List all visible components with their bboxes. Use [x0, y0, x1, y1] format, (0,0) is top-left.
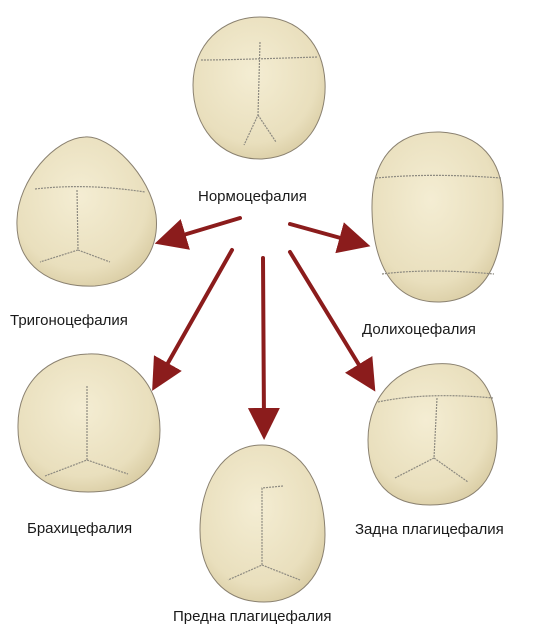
dolichocephaly-skull — [372, 132, 503, 302]
label-brachycephaly: Брахицефалия — [27, 520, 132, 537]
trigonocephaly-skull — [17, 137, 157, 286]
arrow-to-dolichocephaly — [290, 224, 355, 242]
arrow-to-brachycephaly — [160, 250, 232, 377]
arrow-to-posterior-plagiocephaly — [290, 252, 367, 378]
brachycephaly-skull — [18, 354, 160, 492]
label-posterior-plagiocephaly: Задна плагицефалия — [355, 521, 504, 538]
label-dolichocephaly: Долихоцефалия — [362, 321, 476, 338]
posterior-plagiocephaly-skull — [368, 364, 497, 505]
arrows — [160, 218, 367, 424]
label-trigonocephaly: Тригоноцефалия — [10, 312, 128, 329]
anterior-plagiocephaly-skull — [200, 445, 325, 602]
arrow-to-anterior-plagiocephaly — [263, 258, 264, 424]
arrow-to-trigonocephaly — [170, 218, 240, 239]
normocephaly-skull — [193, 17, 325, 159]
label-normocephaly: Нормоцефалия — [198, 188, 307, 205]
label-anterior-plagiocephaly: Предна плагицефалия — [173, 608, 331, 625]
